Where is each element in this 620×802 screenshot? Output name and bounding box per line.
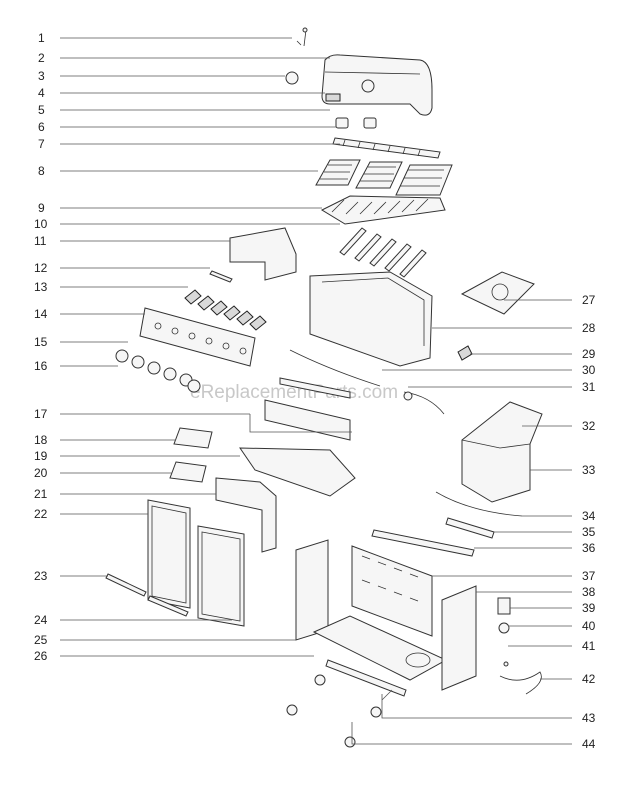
label-22: 22 — [34, 507, 48, 521]
watermark-text: eReplacementParts.com — [190, 382, 398, 403]
part-door-right-24 — [197, 525, 245, 627]
part-screw-41 — [503, 661, 509, 667]
label-14: 14 — [34, 307, 48, 321]
part-number-labels-right: 27 28 29 30 31 32 33 34 35 36 37 38 39 4… — [582, 293, 596, 751]
part-side-burner-27 — [460, 271, 535, 315]
label-43: 43 — [582, 711, 596, 725]
label-27: 27 — [582, 293, 596, 307]
part-cooking-grates-8 — [315, 159, 453, 196]
part-regulator-40 — [498, 622, 510, 634]
part-screw-1 — [296, 27, 308, 47]
label-34: 34 — [582, 509, 596, 523]
label-31: 31 — [582, 380, 596, 394]
label-9: 9 — [38, 201, 45, 215]
label-26: 26 — [34, 649, 48, 663]
label-8: 8 — [38, 164, 45, 178]
part-handle-brackets-6 — [335, 117, 377, 129]
part-lid-2 — [321, 54, 433, 116]
label-28: 28 — [582, 321, 596, 335]
part-rail-36 — [371, 529, 475, 557]
part-flavorizer-bars-9 — [320, 195, 446, 225]
label-11: 11 — [34, 234, 47, 248]
part-crossover-30 — [289, 349, 381, 387]
part-igniter-12 — [209, 270, 233, 283]
label-24: 24 — [34, 613, 48, 627]
part-thermometer-3 — [285, 71, 375, 93]
label-42: 42 — [582, 672, 596, 686]
label-32: 32 — [582, 419, 596, 433]
label-6: 6 — [38, 120, 45, 134]
part-catch-pan-20 — [169, 461, 207, 483]
part-cookbox-28 — [309, 271, 433, 367]
label-2: 2 — [38, 51, 45, 65]
label-37: 37 — [582, 569, 596, 583]
label-36: 36 — [582, 541, 596, 555]
label-29: 29 — [582, 347, 596, 361]
label-20: 20 — [34, 466, 48, 480]
part-brackets-17 — [264, 377, 351, 441]
part-cabinet-frame-21 — [215, 477, 277, 553]
part-heat-shield-11 — [229, 227, 297, 281]
label-18: 18 — [34, 433, 48, 447]
part-valves-13 — [184, 289, 267, 331]
part-warming-rack-7 — [332, 137, 441, 159]
label-1: 1 — [38, 31, 45, 45]
part-side-panel-25 — [295, 539, 329, 641]
label-15: 15 — [34, 335, 48, 349]
label-3: 3 — [38, 69, 45, 83]
part-control-panel-14 — [139, 307, 256, 367]
label-40: 40 — [582, 619, 596, 633]
part-battery-box-39 — [497, 597, 511, 615]
label-4: 4 — [38, 86, 45, 100]
part-drip-tray-18 — [173, 427, 213, 449]
part-door-left-22 — [147, 499, 191, 609]
part-knobs-16 — [115, 349, 201, 393]
part-casters-43 — [314, 659, 407, 718]
label-17: 17 — [34, 407, 48, 421]
label-7: 7 — [38, 137, 45, 151]
label-39: 39 — [582, 601, 596, 615]
label-33: 33 — [582, 463, 596, 477]
part-bottom-tray-19 — [239, 447, 356, 497]
part-burner-tubes-10 — [339, 227, 427, 278]
part-hose-34 — [435, 491, 523, 517]
label-35: 35 — [582, 525, 596, 539]
part-bracket-29 — [457, 345, 473, 361]
label-41: 41 — [582, 639, 596, 653]
label-25: 25 — [34, 633, 48, 647]
label-19: 19 — [34, 449, 48, 463]
part-side-panel-38 — [441, 585, 477, 691]
part-wire-42 — [499, 671, 542, 695]
leader-lines-right — [351, 299, 572, 745]
label-23: 23 — [34, 569, 48, 583]
label-21: 21 — [34, 487, 48, 501]
part-door-handles-23 — [105, 573, 189, 617]
part-hose-31 — [403, 391, 445, 415]
part-number-labels-left: 1 2 3 4 5 6 7 8 9 10 11 12 13 14 15 16 1… — [34, 31, 48, 663]
part-side-table-33 — [461, 401, 543, 503]
label-12: 12 — [34, 261, 48, 275]
label-13: 13 — [34, 280, 48, 294]
label-5: 5 — [38, 103, 45, 117]
label-44: 44 — [582, 737, 596, 751]
part-rail-35 — [445, 517, 495, 539]
label-10: 10 — [34, 217, 48, 231]
part-back-panel-37 — [351, 545, 433, 637]
part-nameplate-5 — [325, 93, 341, 102]
part-casters-44 — [286, 704, 356, 748]
label-16: 16 — [34, 359, 48, 373]
label-30: 30 — [582, 363, 596, 377]
label-38: 38 — [582, 585, 596, 599]
leader-lines-left — [60, 37, 352, 657]
